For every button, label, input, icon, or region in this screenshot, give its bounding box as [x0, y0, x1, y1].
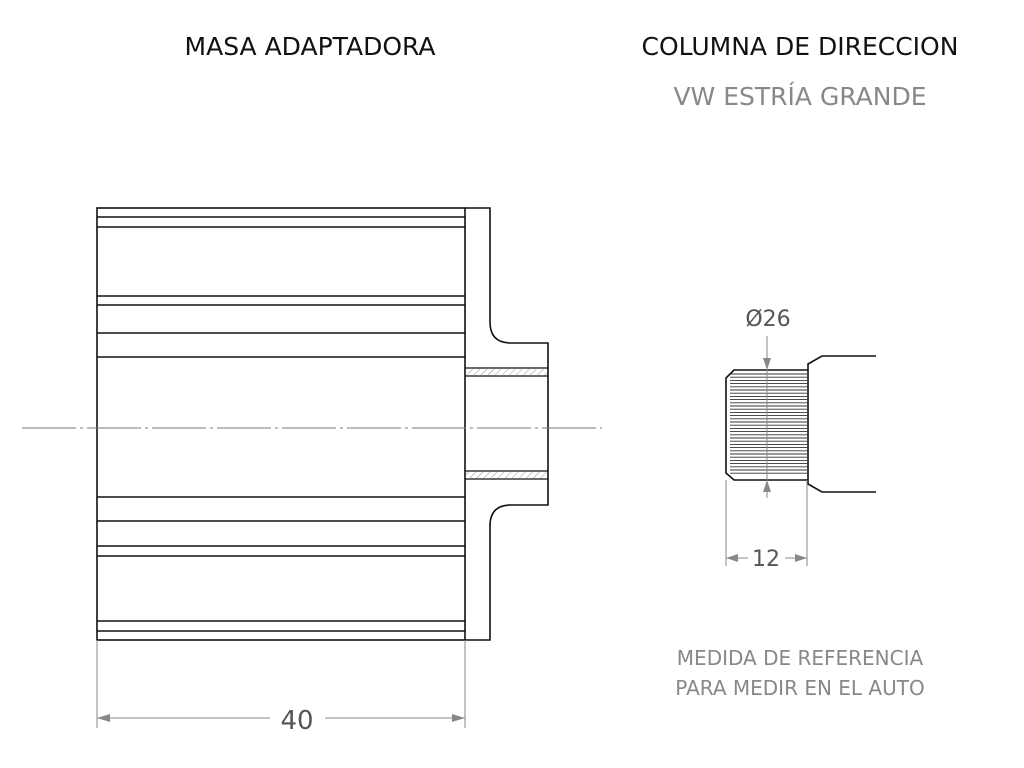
spline-teeth: [730, 373, 807, 474]
bore-hatch-bottom: [466, 472, 547, 478]
spline-outline: [725, 369, 808, 481]
right-subtitle: VW ESTRÍA GRANDE: [673, 82, 927, 111]
adapter-hub-drawing: [96, 207, 549, 641]
reference-note-line-1: MEDIDA DE REFERENCIA: [676, 646, 924, 670]
hub-flange-boss: [465, 207, 549, 641]
spline-diameter-value: Ø26: [745, 307, 790, 332]
spline-length-value: 12: [752, 547, 780, 572]
spline-diameter-dimension: [763, 336, 771, 498]
left-title: MASA ADAPTADORA: [184, 32, 436, 61]
bore-hatch-top: [466, 369, 547, 375]
reference-note-line-2: PARA MEDIR EN EL AUTO: [675, 676, 925, 700]
spline-length-dimension: [725, 480, 808, 566]
shaft-lower-contour: [807, 480, 876, 493]
hub-length-dimension: [96, 640, 466, 728]
shaft-upper-contour: [807, 355, 876, 370]
right-title: COLUMNA DE DIRECCION: [641, 32, 959, 61]
hub-length-value: 40: [280, 706, 313, 736]
hub-groove-lines: [97, 216, 465, 632]
hub-body: [96, 207, 466, 641]
steering-spline-drawing: [725, 355, 876, 493]
